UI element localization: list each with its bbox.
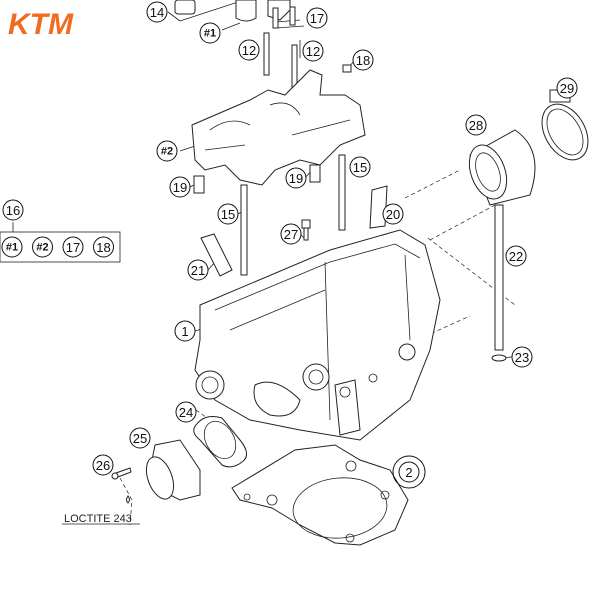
callout-number: 2 (405, 465, 412, 480)
callout-number: 15 (353, 160, 367, 175)
ktm-logo: KTM (8, 8, 74, 41)
head-gasket (231, 444, 409, 546)
callout-number: 23 (515, 350, 529, 365)
intake-boot-clamp (468, 89, 589, 206)
studs (240, 154, 507, 362)
callout-circle (511, 346, 533, 368)
callout-number: 17 (310, 11, 324, 26)
callout-number: 26 (96, 458, 110, 473)
kit-item-2[interactable]: 17 (62, 236, 84, 258)
callout-number: 16 (6, 203, 20, 218)
callout-circle (306, 7, 328, 29)
callout-number: 15 (221, 207, 235, 222)
callout-15a[interactable]: 15 (349, 156, 371, 178)
callout-circle (382, 203, 404, 225)
callout-number: 29 (560, 81, 574, 96)
callout-23[interactable]: 23 (511, 346, 533, 368)
callout-12b[interactable]: 12 (302, 40, 324, 62)
callout-circle (175, 401, 197, 423)
callout-circle (238, 39, 260, 61)
callout-2a[interactable]: #2 (156, 140, 178, 162)
exhaust-flange-parts (111, 416, 247, 504)
callout-circle (2, 199, 24, 221)
callout-number: 25 (133, 431, 147, 446)
callout-number: 18 (96, 240, 110, 255)
callout-number: 14 (150, 5, 164, 20)
kit-item-0[interactable]: #1 (1, 236, 23, 258)
callout-number: 19 (173, 180, 187, 195)
callout-number: 12 (306, 44, 320, 59)
callout-number: 21 (191, 263, 205, 278)
callout-circle (1, 236, 23, 258)
callout-number: #2 (161, 146, 173, 158)
callout-26[interactable]: 26 (92, 454, 114, 476)
callout-circle (174, 320, 196, 342)
callout-15b[interactable]: 15 (217, 203, 239, 225)
callout-17[interactable]: 17 (306, 7, 328, 29)
callout-circle (146, 1, 168, 23)
leader-lines (12, 1, 516, 526)
cylinder-head (194, 229, 441, 441)
callout-1[interactable]: 1 (174, 320, 196, 342)
callout-18[interactable]: 18 (352, 49, 374, 71)
kit-item-3[interactable]: 18 (93, 236, 114, 258)
callout-number: 27 (284, 227, 298, 242)
callout-12a[interactable]: 12 (238, 39, 260, 61)
callout-number: 1 (181, 324, 188, 339)
highlight-ring (392, 455, 426, 489)
callout-28[interactable]: 28 (465, 114, 487, 136)
callout-22[interactable]: 22 (505, 245, 527, 267)
callout-circle (349, 156, 371, 178)
callout-19a[interactable]: 19 (169, 176, 191, 198)
callout-circle (129, 427, 151, 449)
callout-number: 17 (66, 240, 80, 255)
callout-number: 22 (509, 249, 523, 264)
callout-21[interactable]: 21 (187, 259, 209, 281)
callout-19b[interactable]: 19 (285, 167, 307, 189)
callout-number: #1 (204, 28, 216, 40)
callout-27[interactable]: 27 (280, 223, 302, 245)
callout-circle (556, 77, 578, 99)
callout-number: 19 (289, 171, 303, 186)
callout-circle (156, 140, 178, 162)
callout-circle (169, 176, 191, 198)
callout-24[interactable]: 24 (175, 401, 197, 423)
callout-circle (302, 40, 324, 62)
callout-1a[interactable]: #1 (199, 22, 221, 44)
callout-circle (398, 461, 420, 483)
callout-29[interactable]: 29 (556, 77, 578, 99)
kit-item-1[interactable]: #2 (32, 236, 53, 258)
callout-16[interactable]: 16 (2, 199, 24, 221)
callout-circle (93, 236, 114, 258)
callout-25[interactable]: 25 (129, 427, 151, 449)
loctite-note: LOCTITE 243 (64, 513, 132, 525)
valve-guides (200, 185, 388, 277)
rocker-arm-assembly (174, 0, 366, 194)
callout-circle (285, 167, 307, 189)
callout-number: #2 (36, 242, 48, 254)
callout-number: 28 (469, 118, 483, 133)
callout-circle (62, 236, 84, 258)
callout-number: 20 (386, 207, 400, 222)
callout-circle (352, 49, 374, 71)
callout-circle (465, 114, 487, 136)
callout-number: 24 (179, 405, 193, 420)
callout-number: 18 (356, 53, 370, 68)
callouts: 14 #1 17 12 12 18 29 28 #2 15 19 19 15 20 27 16 21 22 1 23 2… (1, 1, 578, 489)
callout-14[interactable]: 14 (146, 1, 168, 23)
callout-circle (505, 245, 527, 267)
callout-circle (187, 259, 209, 281)
callout-circle (217, 203, 239, 225)
callout-20[interactable]: 20 (382, 203, 404, 225)
callout-circle (199, 22, 221, 44)
callout-circle (32, 236, 53, 258)
callout-number: #1 (6, 242, 18, 254)
callout-number: 12 (242, 43, 256, 58)
callout-2[interactable]: 2 (392, 455, 426, 489)
callout-circle (92, 454, 114, 476)
callout-circle (280, 223, 302, 245)
